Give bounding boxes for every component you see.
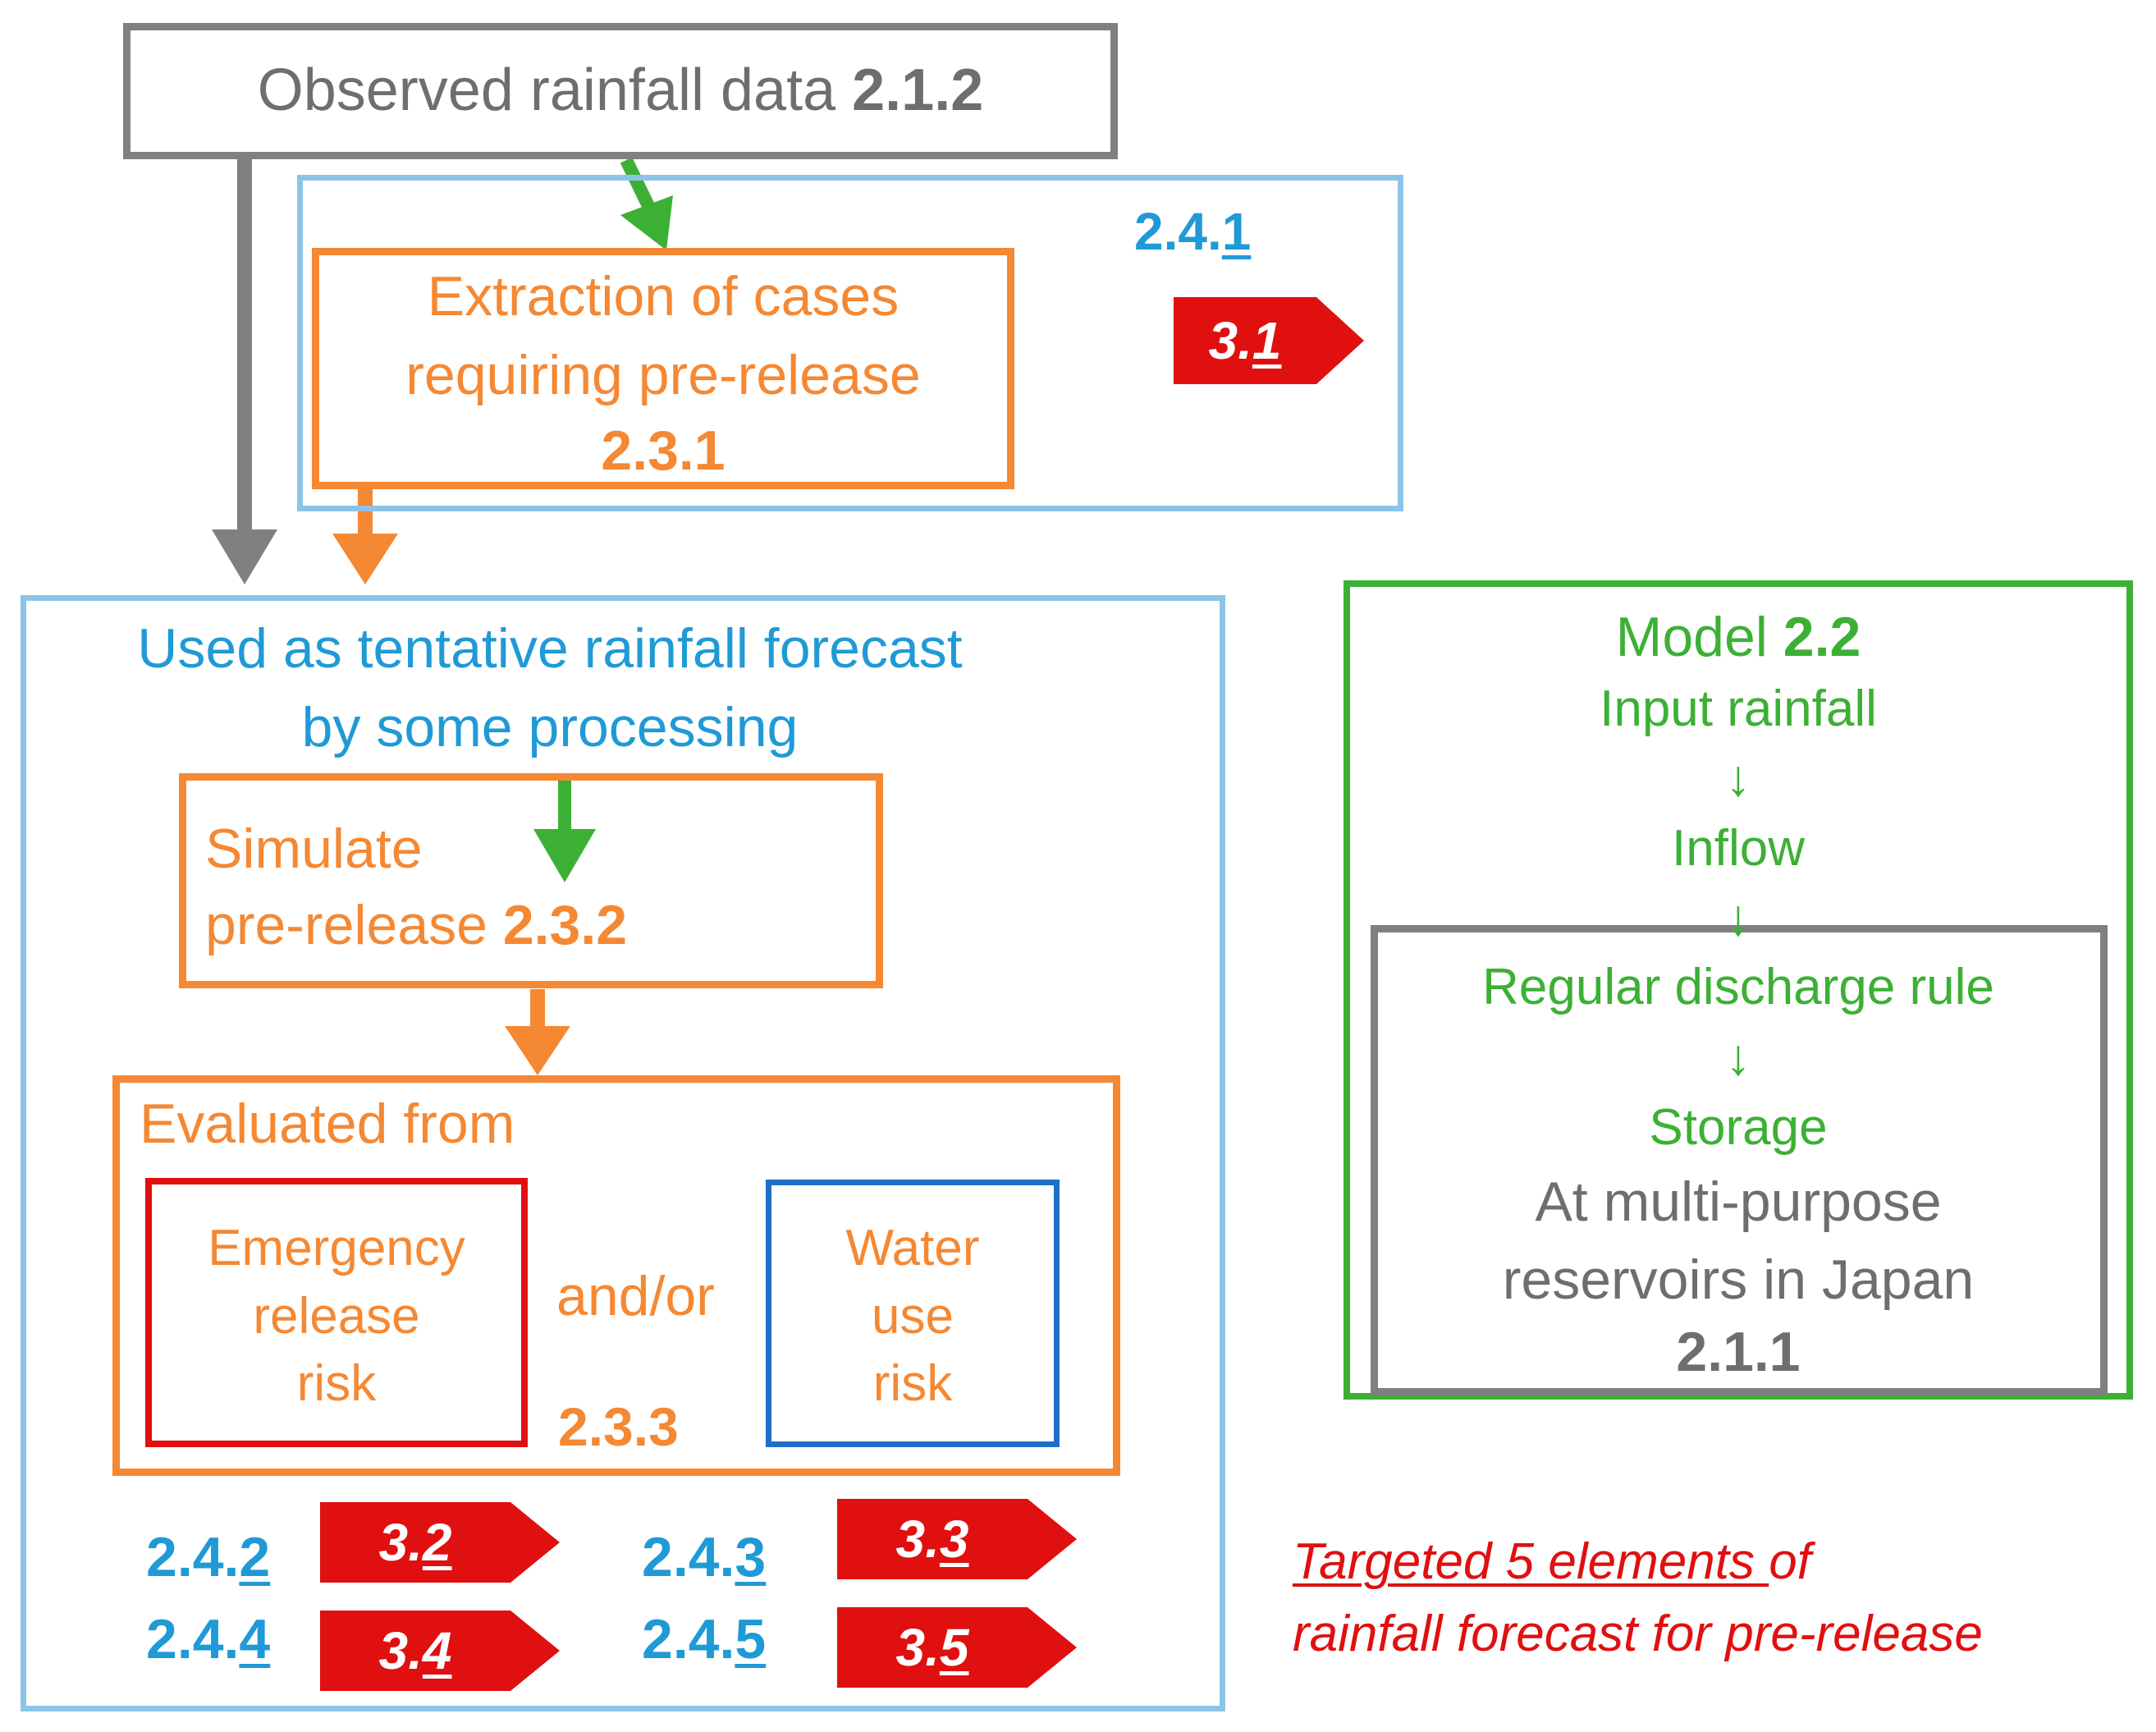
section-245-prefix: 2.4. <box>642 1608 735 1670</box>
tentative-line2: by some processing <box>301 696 799 758</box>
simulate-text: pre-release <box>205 894 503 956</box>
section-243-label: 2.4.3 <box>642 1529 766 1585</box>
result-tag-32-prefix: 3. <box>378 1513 423 1572</box>
water-line1: Water <box>845 1220 980 1276</box>
result-tag-33: 3.3 <box>837 1499 1077 1579</box>
reservoir-code: 2.1.1 <box>1676 1321 1801 1383</box>
section-241-label: 2.4.1 <box>1134 205 1251 258</box>
result-tag-32-label: 3.2 <box>320 1516 510 1569</box>
result-tag-35-shape <box>837 1607 1077 1688</box>
result-tag-34-shape <box>320 1611 560 1691</box>
water-line3: risk <box>872 1355 953 1412</box>
result-tag-31-shape <box>1174 297 1364 384</box>
green-arrow-shaft-top <box>620 157 657 213</box>
model-step-storage: Storage <box>1649 1099 1828 1156</box>
and-or-label: and/or <box>556 1265 715 1327</box>
green-arrow-head-top <box>620 195 673 250</box>
model-arrow-2: ↓ <box>1725 890 1751 946</box>
result-tag-32: 3.2 <box>320 1502 560 1583</box>
result-tag-31-suffix: 1 <box>1252 311 1282 370</box>
result-tag-34-suffix: 4 <box>422 1621 452 1680</box>
simulate-code: 2.3.2 <box>502 894 628 956</box>
model-box <box>1343 580 2133 1400</box>
section-245-suffix: 5 <box>735 1608 767 1670</box>
result-tag-34-label: 3.4 <box>320 1624 510 1677</box>
gray-arrow-head <box>212 529 277 584</box>
section-242-suffix: 2 <box>239 1526 271 1588</box>
emergency-line3: risk <box>296 1355 377 1412</box>
targeted-caption-of: of <box>1769 1533 1811 1590</box>
emergency-line1: Emergency <box>208 1220 465 1276</box>
evaluated-heading: Evaluated from <box>140 1093 515 1155</box>
result-tag-31-label: 3.1 <box>1174 314 1316 367</box>
result-tag-34-prefix: 3. <box>378 1621 423 1680</box>
simulate-line1: Simulate <box>205 818 423 880</box>
observed-rainfall-text: Observed rainfall data <box>257 57 853 123</box>
tentative-line1: Used as tentative rainfall forecast <box>137 617 963 680</box>
observed-rainfall-box <box>123 23 1118 159</box>
result-tag-34: 3.4 <box>320 1611 560 1691</box>
reservoir-box <box>1371 925 2108 1395</box>
model-arrow-1: ↓ <box>1725 750 1751 807</box>
simulate-line2: pre-release 2.3.2 <box>205 897 627 953</box>
result-tag-33-shape <box>837 1499 1077 1579</box>
result-tag-33-prefix: 3. <box>895 1510 940 1569</box>
extraction-box <box>312 248 1014 489</box>
section-244-label: 2.4.4 <box>146 1611 270 1667</box>
extraction-code: 2.3.1 <box>601 419 726 482</box>
model-step-input-rainfall: Input rainfall <box>1600 680 1877 737</box>
section-242-label: 2.4.2 <box>146 1529 270 1585</box>
section-241-prefix: 2.4. <box>1134 202 1222 261</box>
orange-arrow-head-mid <box>505 1026 570 1075</box>
model-code: 2.2 <box>1783 606 1861 668</box>
water-line2: use <box>872 1288 954 1345</box>
extraction-line2: requiring pre-release <box>405 344 921 406</box>
water-use-risk-box <box>766 1180 1060 1447</box>
reservoir-line2: reservoirs in Japan <box>1502 1249 1975 1311</box>
emergency-release-risk-box <box>145 1178 528 1447</box>
orange-arrow-head-top <box>332 534 398 584</box>
result-tag-31: 3.1 <box>1174 297 1364 384</box>
section-243-suffix: 3 <box>735 1526 767 1588</box>
targeted-caption-underlined: Targeted 5 elements <box>1293 1533 1769 1590</box>
green-arrow-head-mid <box>533 829 596 882</box>
result-tag-32-shape <box>320 1502 560 1583</box>
model-step-inflow: Inflow <box>1672 820 1805 877</box>
model-title: Model 2.2 <box>1343 609 2133 665</box>
section-242-prefix: 2.4. <box>146 1526 240 1588</box>
targeted-caption-line1: Targeted 5 elements of <box>1293 1537 1811 1588</box>
model-arrow-3: ↓ <box>1725 1029 1751 1086</box>
targeted-caption-line2: rainfall forecast for pre-release <box>1293 1606 1983 1662</box>
result-tag-32-suffix: 2 <box>422 1513 452 1572</box>
section-245-label: 2.4.5 <box>642 1611 766 1667</box>
section-244-suffix: 4 <box>239 1608 271 1670</box>
observed-rainfall-label: Observed rainfall data 2.1.2 <box>123 61 1118 120</box>
result-tag-35-suffix: 5 <box>939 1618 969 1677</box>
reservoir-line1: At multi-purpose <box>1535 1171 1942 1233</box>
section-243-prefix: 2.4. <box>642 1526 735 1588</box>
section-244-prefix: 2.4. <box>146 1608 240 1670</box>
result-tag-31-prefix: 3. <box>1208 311 1252 370</box>
section-241-suffix: 1 <box>1221 202 1252 261</box>
result-tag-33-label: 3.3 <box>837 1513 1028 1565</box>
result-tag-33-suffix: 3 <box>939 1510 969 1569</box>
tentative-forecast-box <box>21 595 1225 1711</box>
model-title-text: Model <box>1615 606 1783 668</box>
result-tag-35: 3.5 <box>837 1607 1077 1688</box>
observed-rainfall-code: 2.1.2 <box>852 57 984 123</box>
extraction-section-box <box>297 175 1403 511</box>
extraction-line1: Extraction of cases <box>427 265 899 328</box>
evaluated-code: 2.3.3 <box>558 1396 679 1457</box>
model-step-regular-discharge-rule: Regular discharge rule <box>1482 959 1994 1015</box>
evaluated-box <box>112 1075 1120 1476</box>
emergency-line2: release <box>253 1288 420 1345</box>
result-tag-35-prefix: 3. <box>895 1618 940 1677</box>
result-tag-35-label: 3.5 <box>837 1621 1028 1674</box>
simulate-box <box>179 773 883 988</box>
